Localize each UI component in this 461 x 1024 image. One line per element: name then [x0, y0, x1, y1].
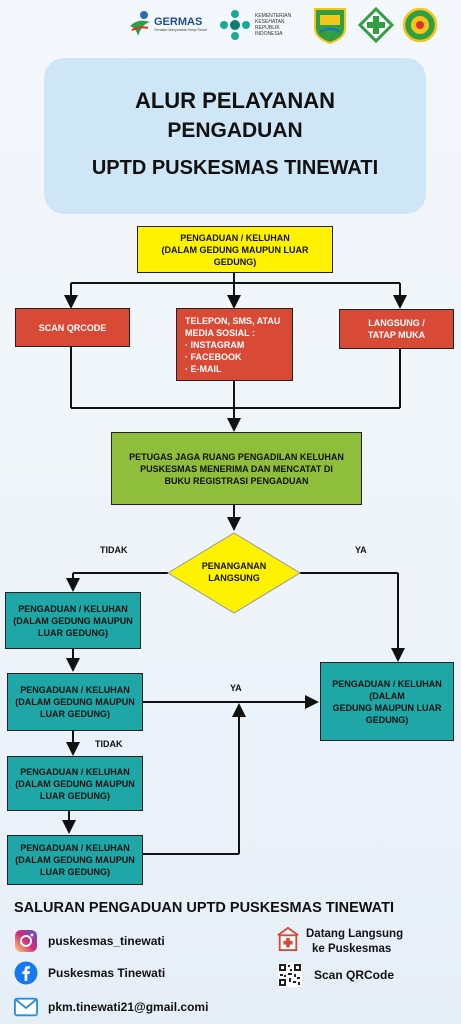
left2-line-2: (DALAM GEDUNG MAUPUN — [15, 697, 135, 707]
title-line-2: PENGADUAN — [167, 119, 303, 142]
puskesmas-logo — [358, 7, 394, 43]
media-line-5: · E-MAIL — [185, 363, 222, 374]
scan-qrcode-contact: Scan QRCode — [278, 963, 394, 987]
left2-line-1: PENGADUAN / KELUHAN — [20, 685, 130, 695]
left4-line-1: PENGADUAN / KELUHAN — [20, 843, 130, 853]
instagram-contact: puskesmas_tinewati — [14, 929, 165, 953]
left3-line-2: (DALAM GEDUNG MAUPUN — [15, 778, 135, 789]
kemenkes-line-3: REPUBLIK — [255, 25, 280, 31]
decision-diamond — [167, 532, 301, 614]
round-emblem — [402, 6, 438, 44]
left3-line-1: PENGADUAN / KELUHAN — [20, 766, 130, 777]
start-line-2: (DALAM GEDUNG MAUPUN LUAR — [161, 244, 309, 255]
media-line-1: TELEPON, SMS, ATAU — [185, 315, 281, 326]
datang-line-2: ke Puskesmas — [312, 943, 392, 955]
scan-qrcode-label: SCAN QRCODE — [38, 322, 107, 333]
kemenkes-logo: KEMENTERIAN KESEHATAN REPUBLIK INDONESIA — [218, 8, 291, 42]
langsung-line-1: LANGSUNG / — [368, 318, 425, 328]
start-box: PENGADUAN / KELUHAN (DALAM GEDUNG MAUPUN… — [137, 226, 333, 273]
germas-subtext: Gerakan Masyarakat Hidup Sehat — [154, 28, 207, 32]
scan-qrcode-box: SCAN QRCODE — [15, 308, 130, 347]
media-line-3: · INSTAGRAM — [185, 339, 245, 350]
email-icon — [14, 995, 38, 1019]
start-line-3: GEDUNG) — [213, 256, 257, 267]
title-line-1: ALUR PELAYANAN — [134, 88, 336, 113]
puskesmas-cross-icon — [358, 7, 394, 43]
facebook-contact: Puskesmas Tinewati — [14, 961, 165, 985]
ya-label-2: YA — [230, 683, 242, 693]
datang-line-1: Datang Langsung — [306, 928, 404, 940]
tidak-label-1: TIDAK — [100, 545, 128, 555]
decision-line-2: LANGSUNG — [208, 573, 260, 583]
germas-logo: GERMAS Gerakan Masyarakat Hidup Sehat — [128, 10, 207, 38]
right-line-2: (DALAM — [369, 690, 405, 701]
datang-langsung-contact: Datang Langsung ke Puskesmas — [276, 926, 404, 957]
left4-line-2: (DALAM GEDUNG MAUPUN — [15, 855, 135, 865]
title-box: ALUR PELAYANAN PENGADUAN UPTD PUSKESMAS … — [44, 58, 426, 214]
kemenkes-line-4: INDONESIA — [255, 31, 283, 37]
left3-line-3: LUAR GEDUNG) — [40, 790, 110, 801]
left-box-4: PENGADUAN / KELUHAN (DALAM GEDUNG MAUPUN… — [7, 835, 143, 885]
right-line-1: PENGADUAN / KELUHAN — [332, 678, 442, 689]
germas-text: GERMAS — [154, 16, 203, 28]
email-address: pkm.tinewati21@gmail.comi — [48, 1000, 209, 1014]
petugas-line-3: BUKU REGISTRASI PENGADUAN — [164, 475, 309, 486]
germas-figure-icon — [130, 11, 150, 36]
langsung-line-2: TATAP MUKA — [367, 330, 426, 340]
media-box: TELEPON, SMS, ATAU MEDIA SOSIAL : · INST… — [176, 308, 293, 381]
regency-emblem — [312, 6, 348, 44]
media-line-2: MEDIA SOSIAL : — [185, 327, 256, 338]
round-emblem-icon — [402, 7, 438, 43]
left2-line-3: LUAR GEDUNG) — [40, 709, 110, 719]
media-line-4: · FACEBOOK — [185, 351, 242, 362]
left-box-2: PENGADUAN / KELUHAN (DALAM GEDUNG MAUPUN… — [7, 673, 143, 731]
kemenkes-icon — [220, 10, 250, 40]
petugas-line-2: PUSKESMAS MENERIMA DAN MENCATAT DI — [140, 463, 333, 474]
kemenkes-line-1: KEMENTERIAN — [255, 13, 292, 19]
facebook-icon — [14, 961, 38, 985]
langsung-box: LANGSUNG / TATAP MUKA — [339, 309, 454, 349]
decision-line-1: PENANGANAN — [201, 561, 267, 571]
email-contact: pkm.tinewati21@gmail.comi — [14, 995, 208, 1019]
regency-shield-icon — [314, 8, 346, 44]
left4-line-3: LUAR GEDUNG) — [40, 867, 110, 877]
start-line-1: PENGADUAN / KELUHAN — [180, 232, 290, 243]
right-line-4: GEDUNG) — [365, 714, 409, 725]
scan-qrcode-text: Scan QRCode — [314, 968, 395, 982]
left1-line-3: LUAR GEDUNG) — [38, 627, 108, 638]
logo-row: GERMAS Gerakan Masyarakat Hidup Sehat KE… — [0, 6, 461, 46]
right-line-3: GEDUNG MAUPUN LUAR — [332, 702, 442, 713]
kemenkes-line-2: KESEHATAN — [255, 19, 285, 25]
decision-label: PENANGANAN LANGSUNG — [184, 560, 284, 584]
hospital-icon — [276, 926, 300, 951]
left-box-3: PENGADUAN / KELUHAN (DALAM GEDUNG MAUPUN… — [7, 756, 143, 811]
petugas-box: PETUGAS JAGA RUANG PENGADILAN KELUHAN PU… — [111, 432, 362, 505]
right-box: PENGADUAN / KELUHAN (DALAM GEDUNG MAUPUN… — [320, 662, 454, 741]
instagram-icon — [14, 929, 38, 953]
instagram-handle: puskesmas_tinewati — [48, 934, 165, 948]
left1-line-2: (DALAM GEDUNG MAUPUN — [13, 615, 133, 626]
ya-label-1: YA — [355, 545, 367, 555]
facebook-name: Puskesmas Tinewati — [48, 966, 166, 980]
footer-title: SALURAN PENGADUAN UPTD PUSKESMAS TINEWAT… — [14, 900, 394, 916]
title-line-3: UPTD PUSKESMAS TINEWATI — [91, 157, 379, 179]
left-box-1: PENGADUAN / KELUHAN (DALAM GEDUNG MAUPUN… — [5, 592, 141, 649]
petugas-line-1: PETUGAS JAGA RUANG PENGADILAN KELUHAN — [129, 451, 344, 462]
qrcode-icon — [278, 963, 302, 987]
left1-line-1: PENGADUAN / KELUHAN — [18, 603, 128, 614]
tidak-label-2: TIDAK — [95, 739, 123, 749]
